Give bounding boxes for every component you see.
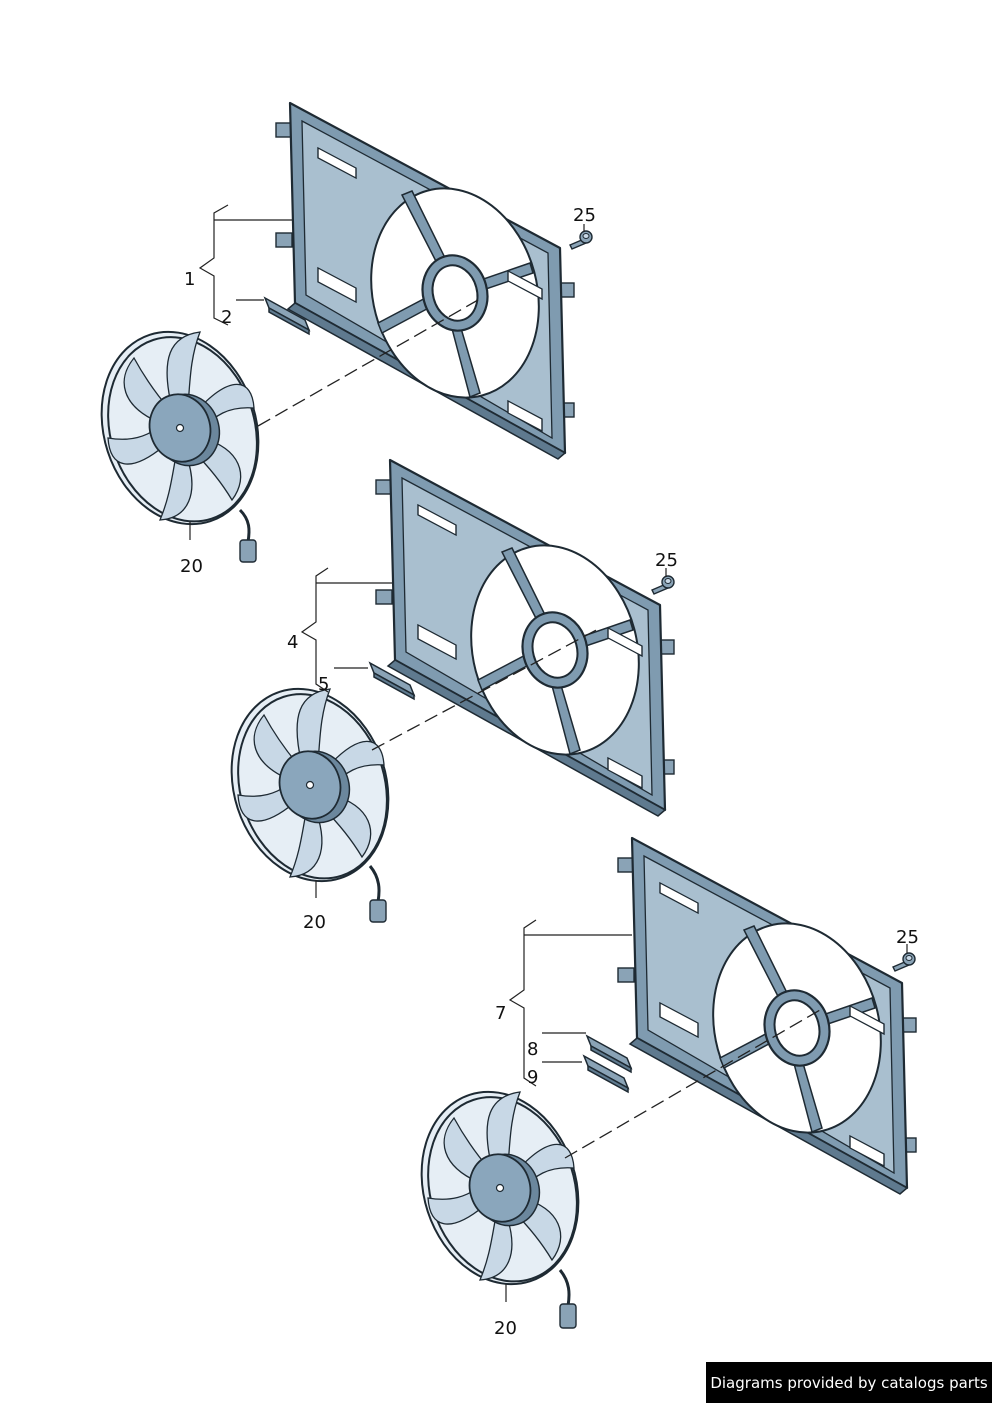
label-25-middle: 25 bbox=[655, 550, 678, 571]
label-7: 7 bbox=[495, 1003, 506, 1024]
label-20-top: 20 bbox=[180, 556, 203, 577]
label-5: 5 bbox=[318, 674, 329, 695]
label-20-bottom: 20 bbox=[494, 1318, 517, 1339]
fan-shroud-7 bbox=[616, 836, 918, 1196]
label-8: 8 bbox=[527, 1039, 538, 1060]
fan-2 bbox=[206, 667, 414, 923]
label-20-middle: 20 bbox=[303, 912, 326, 933]
bracket-4 bbox=[300, 567, 329, 693]
bolt-25-1 bbox=[569, 230, 593, 250]
axis-line-2 bbox=[371, 627, 601, 751]
bracket-7 bbox=[508, 919, 537, 1087]
label-9: 9 bbox=[527, 1067, 538, 1088]
label-25-bottom: 25 bbox=[896, 927, 919, 948]
axis-line-1 bbox=[257, 299, 479, 427]
label-2: 2 bbox=[221, 307, 232, 328]
credit-banner: Diagrams provided by catalogs parts bbox=[706, 1362, 992, 1403]
fan-3 bbox=[396, 1070, 604, 1329]
axis-line-3 bbox=[564, 1009, 821, 1159]
fan-1 bbox=[76, 310, 284, 563]
bolt-25-3 bbox=[892, 952, 916, 972]
bracket-1 bbox=[198, 204, 229, 326]
label-25-top: 25 bbox=[573, 205, 596, 226]
label-4: 4 bbox=[287, 632, 298, 653]
fan-shroud-1 bbox=[274, 101, 576, 461]
bolt-25-2 bbox=[651, 575, 675, 595]
fan-shroud-4 bbox=[374, 458, 676, 818]
label-1: 1 bbox=[184, 269, 195, 290]
